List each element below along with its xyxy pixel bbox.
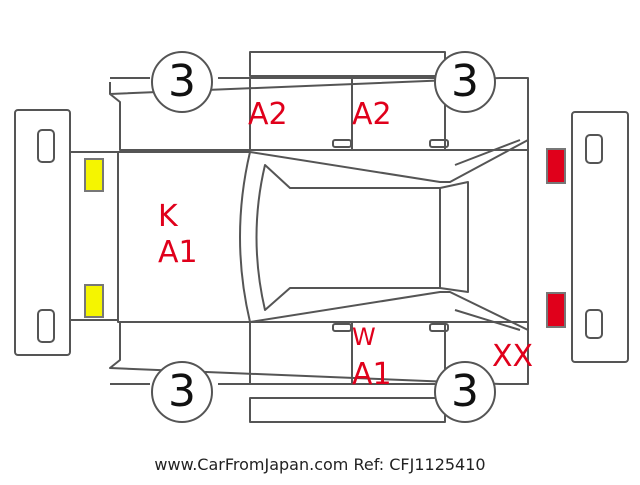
wheel-rear-right xyxy=(434,361,496,423)
wheel-front-left xyxy=(151,51,213,113)
right-side-panel xyxy=(109,321,529,423)
wheel-front-left-number: 3 xyxy=(168,56,196,107)
footer-site: www.CarFromJapan.com xyxy=(154,455,349,474)
rear-right-lamp xyxy=(546,292,566,328)
footer-ref: Ref: CFJ1125410 xyxy=(353,455,486,474)
annotation-rear-corner-xx: XX xyxy=(492,339,534,374)
wheel-rear-left-number: 3 xyxy=(451,56,479,107)
rear-bumper xyxy=(571,111,629,363)
front-left-lamp xyxy=(84,158,104,192)
wheel-rear-left xyxy=(434,51,496,113)
annotation-right-door-w: W xyxy=(352,323,376,351)
annotation-right-door-a1: A1 xyxy=(352,357,392,392)
top-view-body xyxy=(69,139,529,331)
annotation-hood-k: K xyxy=(158,199,178,234)
annotation-left-rear-door: A2 xyxy=(352,97,392,132)
annotation-hood-a1: A1 xyxy=(158,235,198,270)
annotation-left-front-door: A2 xyxy=(248,97,288,132)
wheel-front-right-number: 3 xyxy=(168,366,196,417)
front-right-lamp xyxy=(84,284,104,318)
wheel-rear-right-number: 3 xyxy=(451,366,479,417)
wheel-front-right xyxy=(151,361,213,423)
rear-left-lamp xyxy=(546,148,566,184)
footer-watermark: www.CarFromJapan.com Ref: CFJ1125410 xyxy=(0,455,640,474)
